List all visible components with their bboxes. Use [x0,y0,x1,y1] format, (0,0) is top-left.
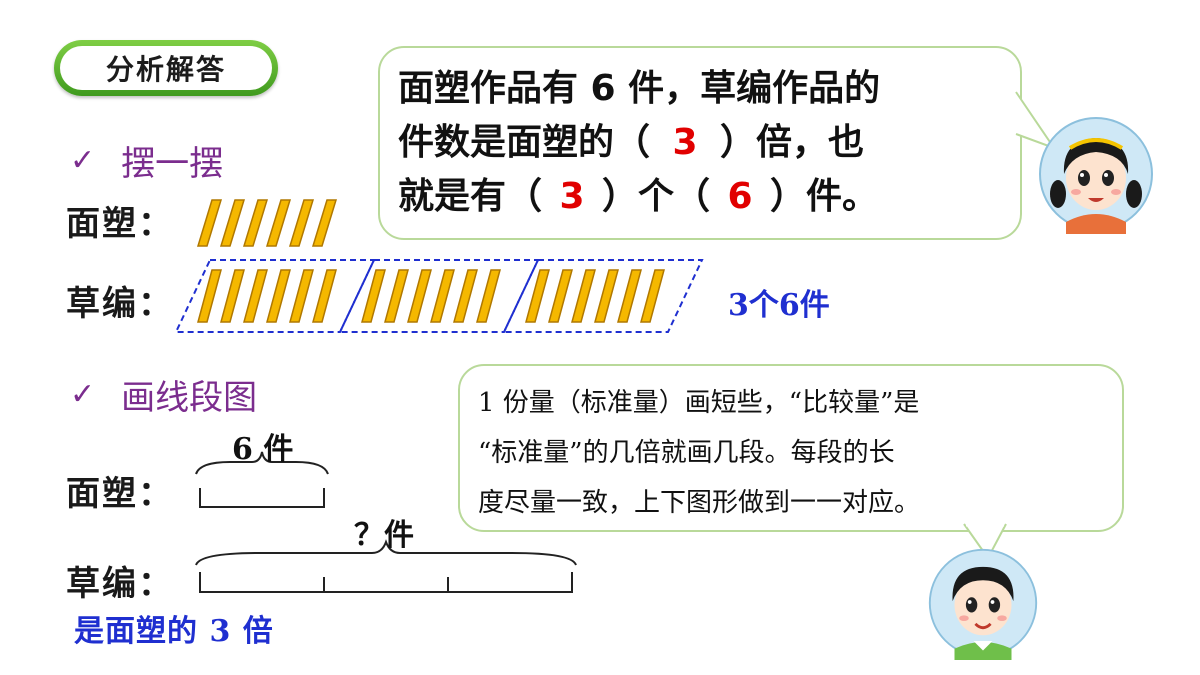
brace-mian-su [195,451,329,475]
brace-cao-bian [195,539,577,566]
stick [548,269,573,323]
stick [243,269,268,323]
cao-bian-sticks [197,269,665,323]
label-cao-bian-segment: 草编： [66,564,174,604]
stick [266,269,291,323]
stick-group-box [502,259,704,333]
answer-groups: 3 [559,176,585,217]
bubble-girl-text: 面塑作品有 6 件，草编作品的 件数是面塑的（3）倍，也 就是有（3）个（6）件… [398,62,880,224]
stick [312,269,337,323]
segment-diagram-cao-bian [195,539,577,593]
segment-diagram-mian-su [195,451,329,508]
segment-top-label: 6 件 [232,432,294,467]
stick [219,199,246,247]
bubble-girl-line1: 面塑作品有 6 件，草编作品的 [398,68,881,109]
answer-per-group: 6 [727,176,753,217]
stick [453,269,478,323]
stick [220,269,245,323]
section-title-line-diagram: ✓ 画线段图 [70,370,257,419]
label-mian-su-sticks: 面塑： [66,204,174,244]
stick [289,269,314,323]
segment-bar-mian-su [199,488,325,508]
check-icon: ✓ [70,377,96,412]
stick [196,199,223,247]
stick-group-box [338,259,540,333]
section-header-title: 分析解答 [60,46,272,90]
stick [594,269,619,323]
label-cao-bian-sticks: 草编： [66,284,174,324]
section-title-arrange: ✓ 摆一摆 [70,136,223,185]
girl-avatar-icon [1039,117,1153,234]
stick [640,269,665,323]
bubble-boy-line1: 1 份量（标准量）画短些，“比较量”是 [478,388,920,418]
segment-note: 是面塑的 3 倍 [74,614,274,649]
section-header-pill: 分析解答 [54,40,278,96]
cao-bian-groups [174,259,704,333]
section-title-text: 摆一摆 [121,144,224,184]
bubble-boy-text: 1 份量（标准量）画短些，“比较量”是 “标准量”的几倍就画几段。每段的长 度尽… [478,378,920,528]
bubble-boy-line3: 度尽量一致，上下图形做到一一对应。 [478,488,921,518]
stick-group-box [174,259,376,333]
bubble-boy-line2: “标准量”的几倍就画几段。每段的长 [478,438,895,468]
speech-bubble-boy: 1 份量（标准量）画短些，“比较量”是 “标准量”的几倍就画几段。每段的长 度尽… [458,364,1124,532]
stick [571,269,596,323]
stick [242,199,269,247]
stick [407,269,432,323]
section-title-text: 画线段图 [121,378,258,418]
segment-bottom-label: ？件 [354,518,414,553]
stick [265,199,292,247]
stick [361,269,386,323]
segment-bar-cao-bian [199,572,573,593]
check-icon: ✓ [70,143,96,178]
stick [288,199,315,247]
group-caption: 3个6件 [728,288,830,323]
boy-avatar-icon [928,548,1038,660]
stick [311,199,338,247]
stick [525,269,550,323]
stick [430,269,455,323]
bubble-girl-line3: 就是有（3）个（6）件。 [398,170,880,224]
stick [384,269,409,323]
stick [476,269,501,323]
stick [617,269,642,323]
answer-times: 3 [672,122,698,163]
mian-su-sticks [196,199,338,247]
speech-bubble-girl: 面塑作品有 6 件，草编作品的 件数是面塑的（3）倍，也 就是有（3）个（6）件… [378,46,1022,240]
label-mian-su-segment: 面塑： [66,474,174,514]
bubble-girl-line2: 件数是面塑的（3）倍，也 [398,116,880,170]
stick [197,269,222,323]
